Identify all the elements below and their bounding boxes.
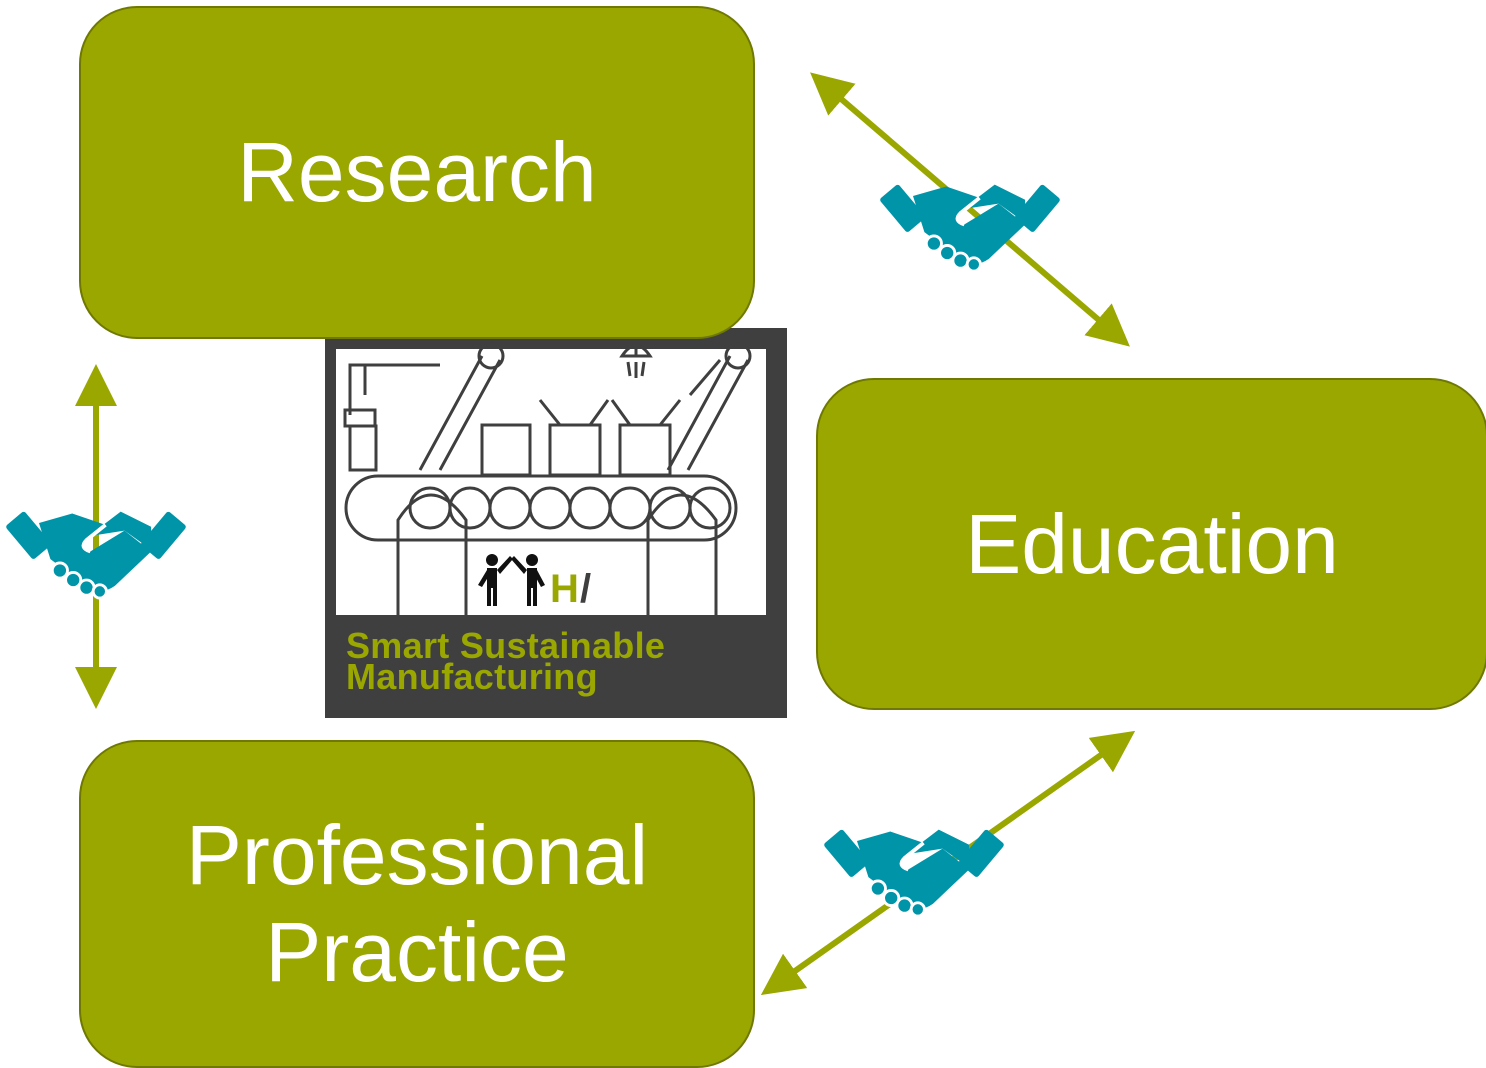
node-practice-label: Professional Practice <box>185 808 649 999</box>
node-research-label: Research <box>237 125 597 220</box>
handshake-icon <box>3 508 189 600</box>
node-professional-practice: Professional Practice <box>79 740 755 1068</box>
arrow-research-education <box>810 72 1130 347</box>
node-education-label: Education <box>965 496 1339 591</box>
logo-mark-letter: H <box>550 567 579 611</box>
node-education: Education <box>816 378 1486 710</box>
handshake-icon <box>821 826 1007 918</box>
robot-factory-logo: H / <box>325 328 787 718</box>
logo-caption: Smart Sustainable Manufacturing <box>346 625 666 697</box>
handshake-icon <box>877 181 1063 273</box>
logo-caption-line2: Manufacturing <box>346 656 598 697</box>
node-research: Research <box>79 6 755 339</box>
logo-mark-slash: / <box>580 567 591 611</box>
logo-caption-line1: Smart Sustainable <box>346 625 666 666</box>
